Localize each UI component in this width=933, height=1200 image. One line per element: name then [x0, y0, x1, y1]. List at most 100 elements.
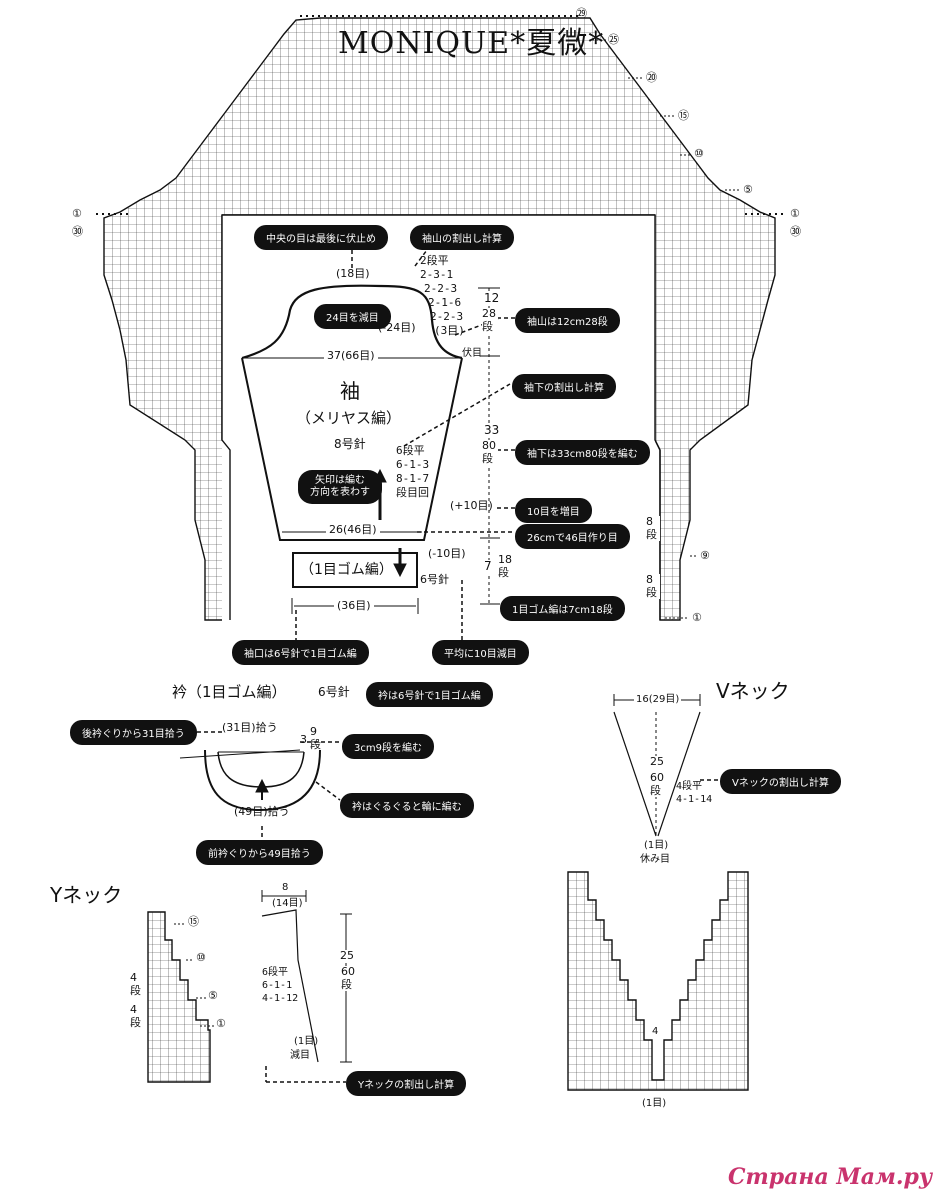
collar-title: 衿（1目ゴム編）	[172, 683, 287, 701]
yneck-bottom-2: 減目	[290, 1050, 310, 1061]
cuff-needle: 6号針	[420, 573, 449, 586]
note-inc-10: 10目を増目	[515, 498, 592, 523]
cap-calc-row: 2-3-1	[420, 268, 454, 281]
side-calc-row: 6段平	[396, 444, 425, 457]
vneck-calc: 4段平 4-1-14	[676, 780, 712, 806]
vneck-chart-mark: 4	[652, 1026, 659, 1038]
yneck-calc: 6段平 6-1-1 4-1-12	[262, 966, 298, 1005]
yneck-calc-row: 4-1-12	[262, 993, 299, 1004]
cap-calc-row: (3目)	[434, 324, 465, 337]
side-rows-b: 8段	[646, 573, 660, 600]
row-mark-9: ⑨	[700, 549, 710, 562]
yneck-width: 8	[282, 882, 289, 893]
sleeve-needle: 8号針	[334, 437, 366, 451]
sleeve-top-count: (18目)	[336, 267, 370, 280]
row-mark-30-right: ㉚	[790, 225, 801, 238]
yneck-width-st: (14目)	[272, 898, 303, 909]
decrease-label: (-10目)	[428, 547, 466, 560]
yneck-mark-10: ⑩	[196, 951, 206, 964]
cap-calc-row: 2-2-3	[430, 310, 464, 323]
note-cuff-rib: 袖口は6号針で1目ゴム編	[232, 640, 369, 665]
cuff-height: 7	[484, 559, 492, 574]
row-mark-20: ⑳	[646, 71, 657, 84]
increase-label: (+10目)	[450, 499, 493, 512]
collar-rows: 9段	[310, 725, 321, 751]
cuff-rows: 18段	[498, 553, 514, 580]
yneck-rows: 60段	[341, 965, 355, 992]
vneck-rows: 60段	[650, 771, 664, 798]
vneck-rest: 休み目	[640, 854, 670, 865]
note-cast-on: 26cmで46目作り目	[515, 524, 630, 549]
note-collar-size: 3cm9段を編む	[342, 734, 434, 759]
yneck-calc-row: 6段平	[262, 967, 289, 978]
row-mark-30-left: ㉚	[72, 225, 83, 238]
row-mark-1-left: ①	[72, 207, 82, 220]
note-reduce-24: 24目を減目	[314, 304, 391, 329]
cap-calc: 2段平 2-3-1 2-2-3 2-1-6 2-2-3 (3目)	[420, 254, 465, 338]
sleeve-width-bottom: 26(46目)	[326, 523, 380, 537]
note-center-bind: 中央の目は最後に伏止め	[254, 225, 388, 250]
note-back-pick: 後衿ぐりから31目拾う	[70, 720, 197, 745]
row-mark-29: ㉙	[576, 7, 587, 20]
vneck-height: 25	[650, 755, 664, 769]
sleeve-name: 袖	[340, 379, 360, 403]
side-calc-row: 8-1-7	[396, 472, 430, 485]
back-count: (31目)拾う	[222, 721, 278, 734]
row-mark-25: ㉕	[608, 33, 619, 46]
note-collar-round: 衿はぐるぐると輪に編む	[340, 793, 474, 818]
side-calc: 6段平 6-1-3 8-1-7 段目回	[396, 444, 429, 500]
yneck-mark-1: ①	[216, 1017, 226, 1030]
collar-needle: 6号針	[318, 685, 350, 699]
collar-height: 3	[300, 733, 307, 746]
cuff-label: （1目ゴム編）	[300, 562, 393, 578]
cuff-count: (36目)	[334, 599, 374, 613]
row-mark-1-right: ①	[790, 207, 800, 220]
watermark: Страна Мам.ру	[728, 1164, 933, 1190]
sleeve-width-top: 37(66目)	[324, 349, 378, 363]
note-dec-10: 平均に10目減目	[432, 640, 529, 665]
yneck-rows-b: 4段	[130, 1003, 141, 1029]
note-vneck-calc: Vネックの割出し計算	[720, 769, 841, 794]
yneck-mark-15: ⑮	[188, 915, 199, 928]
note-rib-size: 1目ゴム編は7cm18段	[500, 596, 625, 621]
vneck-bottom: (1目)	[644, 840, 669, 851]
row-mark-1-sleeve: ①	[692, 611, 702, 624]
cap-height: 12	[484, 291, 500, 306]
note-yneck-calc: Yネックの割出し計算	[346, 1071, 467, 1096]
note-cap-size: 袖山は12cm28段	[515, 308, 620, 333]
side-calc-row: 段目回	[396, 486, 429, 499]
body-rows: 80段	[482, 439, 498, 466]
note-arrow: 矢印は編む 方向を表わす	[298, 470, 382, 504]
yneck-height: 25	[340, 949, 354, 963]
vneck-title: Vネック	[716, 679, 790, 703]
row-mark-15: ⑮	[678, 109, 689, 122]
vneck-width: 16(29目)	[634, 694, 682, 706]
yneck-rows-a: 4段	[130, 971, 141, 997]
note-cap-calc: 袖山の割出し計算	[410, 225, 514, 250]
side-calc-row: 6-1-3	[396, 458, 430, 471]
yneck-calc-row: 6-1-1	[262, 980, 293, 991]
pattern-title: MONIQUE*夏微*	[338, 26, 605, 61]
row-mark-5: ⑤	[743, 183, 753, 196]
row-mark-10: ⑩	[694, 147, 704, 160]
yneck-bottom: (1目)	[294, 1036, 319, 1047]
front-count: (49目)拾う	[234, 805, 290, 818]
yneck-chart	[147, 911, 214, 1083]
vneck-chart	[567, 871, 749, 1091]
yneck-mark-5: ⑤	[208, 989, 218, 1002]
vneck-schematic	[613, 694, 720, 837]
sleeve-stitch: （メリヤス編）	[296, 409, 402, 427]
note-side-calc: 袖下の割出し計算	[512, 374, 616, 399]
vneck-chart-bottom: (1目)	[642, 1098, 667, 1109]
bind-off-label: 伏目	[462, 348, 482, 359]
vneck-calc-row: 4段平	[676, 781, 703, 792]
note-side-size: 袖下は33cm80段を編む	[515, 440, 650, 465]
cap-calc-row: 2-1-6	[428, 296, 462, 309]
vneck-calc-row: 4-1-14	[676, 794, 713, 805]
yoke-chart	[96, 15, 785, 625]
note-collar-needle: 衿は6号針で1目ゴム編	[366, 682, 493, 707]
note-front-pick: 前衿ぐりから49目拾う	[196, 840, 323, 865]
cap-calc-row: 2段平	[420, 254, 449, 267]
